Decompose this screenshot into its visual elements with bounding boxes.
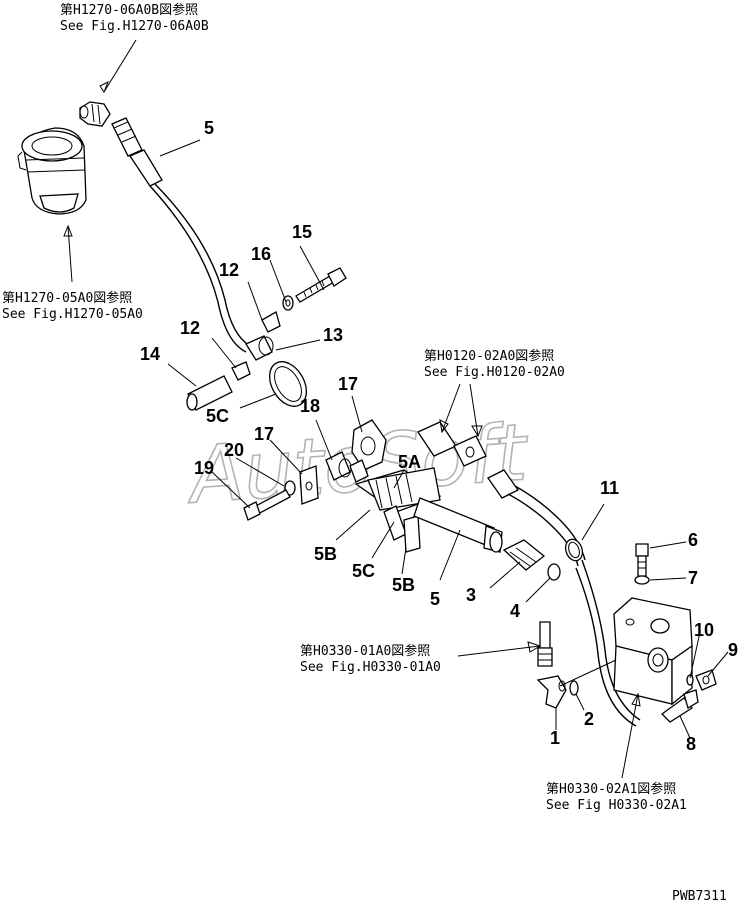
elbow-1 — [536, 675, 567, 709]
callout-5-top: 5 — [204, 118, 214, 138]
drawing-code: PWB7311 — [672, 889, 727, 904]
callout-3: 3 — [466, 585, 476, 605]
callout-16: 16 — [251, 244, 271, 264]
ref-1-en: See Fig.H1270-06A0B — [60, 19, 209, 34]
tube-fitting — [537, 621, 553, 667]
callout-5a: 5A — [398, 452, 421, 472]
hose-5-upper — [111, 117, 251, 353]
fitting-3 — [502, 539, 546, 571]
callout-8: 8 — [686, 734, 696, 754]
ring-5c-upper — [269, 361, 307, 407]
fitting-9 — [695, 669, 717, 691]
callout-5b-left: 5B — [314, 544, 337, 564]
main-hose-assembly — [349, 459, 503, 553]
callout-14: 14 — [140, 344, 160, 364]
callout-5-lower: 5 — [430, 589, 440, 609]
bracket-5a — [417, 421, 487, 467]
block-17-upper — [351, 419, 387, 471]
callout-17-upper: 17 — [338, 374, 358, 394]
ref-3-en: See Fig.H0120-02A0 — [424, 365, 565, 380]
callout-5b-lower: 5B — [392, 575, 415, 595]
ref-5-jp: 第H0330-02A1図参照 — [546, 781, 676, 797]
callout-10: 10 — [694, 620, 714, 640]
valve-block — [613, 597, 693, 706]
reference-labels: 第H1270-06A0B図参照 See Fig.H1270-06A0B 第H12… — [2, 2, 687, 813]
callout-11: 11 — [600, 478, 619, 498]
callout-13: 13 — [323, 325, 343, 345]
clip-12-upper — [261, 311, 281, 333]
callout-9: 9 — [728, 640, 738, 660]
bolt-6 — [635, 543, 649, 577]
ref-1-jp: 第H1270-06A0B図参照 — [60, 2, 198, 18]
hose-5-to-8 — [575, 559, 641, 727]
filter-assembly — [17, 127, 87, 215]
callout-5c-upper: 5C — [206, 406, 229, 426]
callout-17-lower: 17 — [254, 424, 274, 444]
callout-5c-lower: 5C — [352, 561, 375, 581]
fitting-8 — [661, 689, 699, 723]
ref-5-en: See Fig H0330-02A1 — [546, 798, 687, 813]
callout-18: 18 — [300, 396, 320, 416]
ref-4-jp: 第H0330-01A0図参照 — [300, 643, 430, 659]
washer-7 — [634, 575, 650, 585]
callout-12-upper: 12 — [219, 260, 239, 280]
bolt-15 — [295, 267, 347, 303]
ref-2-jp: 第H1270-05A0図参照 — [2, 290, 132, 306]
callout-7: 7 — [688, 568, 698, 588]
callout-4: 4 — [510, 601, 520, 621]
callout-6: 6 — [688, 530, 698, 550]
clamp-13 — [245, 335, 274, 361]
oring-2 — [569, 680, 579, 696]
callout-12-lower: 12 — [180, 318, 200, 338]
elbow-fitting-top — [79, 101, 111, 127]
bracket-17-lower — [299, 465, 319, 505]
callout-19: 19 — [194, 458, 214, 478]
callout-20: 20 — [224, 440, 244, 460]
callout-1: 1 — [550, 728, 560, 748]
sleeve-14 — [186, 375, 233, 411]
clip-12-lower — [231, 361, 251, 381]
ring-11 — [564, 538, 584, 562]
callout-2: 2 — [584, 709, 594, 729]
ref-2-en: See Fig.H1270-05A0 — [2, 307, 143, 322]
ref-3-jp: 第H0120-02A0図参照 — [424, 348, 554, 364]
leader-lines — [63, 39, 729, 779]
ref-4-en: See Fig.H0330-01A0 — [300, 660, 441, 675]
oring-4 — [547, 563, 561, 581]
callout-15: 15 — [292, 222, 312, 242]
oring-10 — [686, 674, 694, 686]
part-callouts: 5 15 16 12 12 13 14 5C 17 18 17 20 19 5A… — [140, 118, 738, 754]
